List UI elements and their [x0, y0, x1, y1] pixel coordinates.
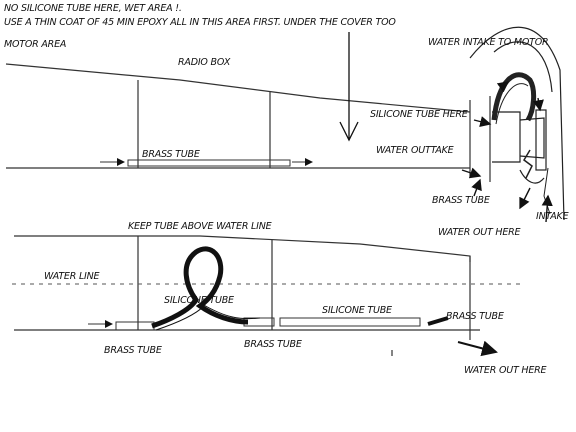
label-silicone-tube-2: SILICONE TUBE: [322, 305, 392, 316]
label-brass-tube-top: BRASS TUBE: [142, 149, 200, 160]
label-brass-tube-top-right: BRASS TUBE: [432, 195, 490, 206]
label-water-out-here-bottom: WATER OUT HERE: [464, 365, 547, 376]
label-intake: INTAKE: [536, 211, 569, 222]
label-water-out-here-top: WATER OUT HERE: [438, 227, 521, 238]
label-radio-box: RADIO BOX: [178, 57, 231, 68]
note-no-silicone: NO SILICONE TUBE HERE, WET AREA !.: [4, 3, 182, 14]
label-motor-area: MOTOR AREA: [4, 39, 67, 50]
label-water-intake-to-motor: WATER INTAKE TO MOTOR: [428, 37, 549, 48]
bottom-deck-line: [14, 235, 471, 262]
label-water-line: WATER LINE: [44, 271, 100, 282]
label-silicone-tube-1: SILICONE TUBE: [164, 295, 234, 306]
bottom-hull: [14, 235, 480, 356]
label-brass-tube-left: BRASS TUBE: [104, 345, 162, 356]
motor-flow-arrows: [461, 81, 553, 223]
label-brass-tube-right: BRASS TUBE: [446, 311, 504, 322]
top-brass-tube: [100, 158, 313, 167]
label-keep-tube: KEEP TUBE ABOVE WATER LINE: [128, 221, 272, 232]
label-brass-tube-mid: BRASS TUBE: [244, 339, 302, 350]
label-water-outtake: WATER OUTTAKE: [376, 145, 454, 156]
wet-area-arrow: [339, 32, 359, 142]
motor-assembly: [469, 26, 565, 221]
note-epoxy: USE A THIN COAT OF 45 MIN EPOXY ALL IN T…: [4, 17, 396, 28]
label-silicone-tube-here: SILICONE TUBE HERE: [370, 109, 468, 120]
bottom-silicone-tube: [151, 246, 261, 331]
bottom-outlet: [427, 316, 498, 357]
top-deck-line: [5, 63, 471, 113]
top-hull: [5, 63, 491, 182]
